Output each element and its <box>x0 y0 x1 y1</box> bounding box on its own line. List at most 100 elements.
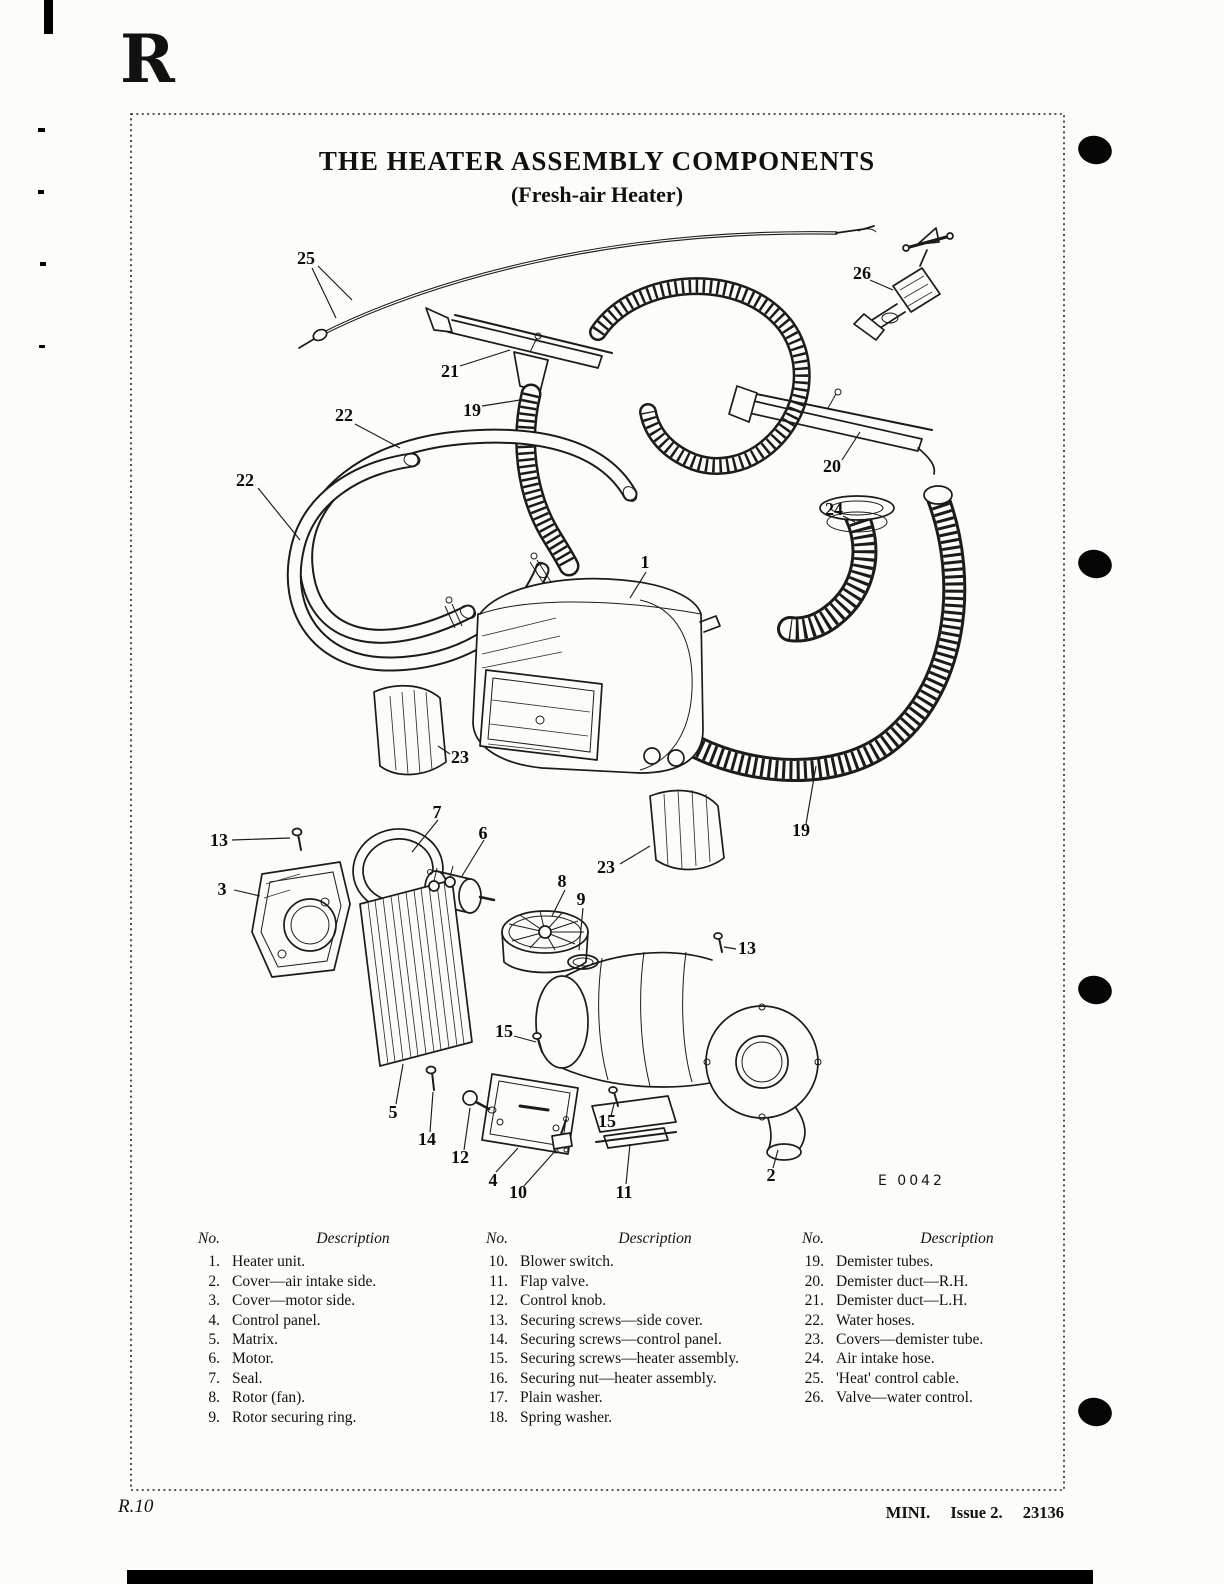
part-row: 13.Securing screws—side cover. <box>474 1311 790 1330</box>
part-row: 11. Flap valve. <box>474 1272 790 1291</box>
callout-6: 6 <box>479 823 488 843</box>
callout-11: 11 <box>615 1182 632 1202</box>
part-desc: Spring washer. <box>520 1408 613 1426</box>
part-no: 4. <box>208 1311 220 1329</box>
part-desc: Plain washer. <box>520 1389 603 1407</box>
part-row: 8.Rotor (fan). <box>186 1388 474 1407</box>
callout-7: 7 <box>433 802 442 822</box>
callout-13a: 13 <box>210 830 228 850</box>
heat-control-cable-drawing <box>298 225 877 349</box>
part-desc: Water hoses. <box>836 1311 915 1329</box>
part-no: 16. <box>488 1369 508 1387</box>
demister-tube-left-drawing <box>515 383 580 577</box>
part-no: 5. <box>208 1331 220 1349</box>
part-desc: Rotor securing ring. <box>232 1408 357 1426</box>
callout-leader-lines <box>231 265 894 1187</box>
part-desc: Demister duct—R.H. <box>836 1272 969 1290</box>
parts-column-3: No. Description 19.Demister tubes. 20. De… <box>790 1229 1078 1427</box>
part-no: 15. <box>488 1350 508 1368</box>
side-cover-screw-left-drawing <box>291 827 303 851</box>
part-row: 19.Demister tubes. <box>790 1252 1078 1271</box>
scan-artifact <box>39 345 45 348</box>
part-row: 15.Securing screws—heater assembly. <box>474 1349 790 1368</box>
part-row: 6.Motor. <box>186 1349 474 1368</box>
air-intake-hose-drawing <box>777 495 895 643</box>
callout-13b: 13 <box>738 938 756 958</box>
part-desc: Flap valve. <box>520 1272 589 1290</box>
part-desc: Air intake hose. <box>836 1350 935 1368</box>
part-desc: Heater unit. <box>232 1253 306 1271</box>
callout-20: 20 <box>823 456 841 476</box>
part-no: 14. <box>488 1331 508 1349</box>
callout-19b: 19 <box>792 820 810 840</box>
scan-artifact <box>38 190 44 194</box>
part-no: 3. <box>208 1292 220 1310</box>
part-no: 8. <box>208 1389 220 1407</box>
part-row: 1. Heater unit. <box>186 1252 474 1271</box>
callout-15a: 15 <box>495 1021 513 1041</box>
title-block: THE HEATER ASSEMBLY COMPONENTS (Fresh-ai… <box>130 146 1064 208</box>
part-row: 5.Matrix. <box>186 1330 474 1349</box>
no-header: No. <box>198 1230 220 1247</box>
part-row: 10. Blower switch. <box>474 1252 790 1271</box>
no-header: No. <box>802 1230 824 1247</box>
section-letter: R <box>120 20 175 98</box>
callout-26: 26 <box>853 263 871 283</box>
part-no: 23. <box>804 1331 824 1349</box>
matrix-drawing <box>359 865 473 1067</box>
callout-labels: 25 26 21 19 22 22 20 24 1 23 19 13 3 7 6… <box>210 248 871 1202</box>
demister-duct-rh-drawing <box>728 385 936 475</box>
part-no: 2. <box>208 1272 220 1290</box>
callout-1: 1 <box>641 552 650 572</box>
callout-23b: 23 <box>597 857 615 877</box>
part-no: 10. <box>488 1253 508 1271</box>
part-row: 26.Valve—water control. <box>790 1388 1078 1407</box>
part-desc: Cover—air intake side. <box>232 1272 377 1290</box>
no-header: No. <box>486 1230 508 1247</box>
water-valve-drawing <box>853 227 954 341</box>
part-row: 7.Seal. <box>186 1369 474 1388</box>
part-no: 18. <box>488 1408 508 1426</box>
parts-header: No. Description <box>474 1229 790 1248</box>
control-knob-drawing <box>462 1090 497 1114</box>
loop-hose-drawing <box>589 277 811 475</box>
part-row: 2. Cover—air intake side. <box>186 1272 474 1291</box>
callout-15b: 15 <box>598 1111 616 1131</box>
scan-artifact-bottom-bar <box>127 1570 1093 1584</box>
demister-tube-cover-lower-drawing <box>649 789 725 871</box>
part-desc: Blower switch. <box>520 1253 614 1271</box>
part-row: 23.Covers—demister tube. <box>790 1330 1078 1349</box>
parts-header: No. Description <box>790 1229 1078 1248</box>
part-desc: Demister duct—L.H. <box>836 1292 968 1310</box>
scan-artifact <box>44 0 53 34</box>
part-no: 20. <box>804 1272 824 1290</box>
callout-12: 12 <box>451 1147 469 1167</box>
blower-switch-drawing <box>551 1116 573 1154</box>
motor-side-cover-drawing <box>251 861 351 978</box>
demister-tube-cover-upper-drawing <box>373 684 447 776</box>
part-desc: Seal. <box>232 1369 263 1387</box>
part-desc: Control knob. <box>520 1292 607 1310</box>
figure-code: E 0042 <box>878 1173 945 1189</box>
part-row: 18. Spring washer. <box>474 1408 790 1427</box>
part-row: 14.Securing screws—control panel. <box>474 1330 790 1349</box>
part-row: 17.Plain washer. <box>474 1388 790 1407</box>
callout-25: 25 <box>297 248 315 268</box>
part-row: 22.Water hoses. <box>790 1311 1078 1330</box>
callout-21: 21 <box>441 361 459 381</box>
part-desc: Demister tubes. <box>836 1253 934 1271</box>
part-row: 3.Cover—motor side. <box>186 1291 474 1310</box>
part-no: 11. <box>489 1272 508 1290</box>
callout-24: 24 <box>825 499 843 519</box>
description-header: Description <box>618 1230 692 1247</box>
description-header: Description <box>920 1230 994 1247</box>
callout-23a: 23 <box>451 747 469 767</box>
heater-unit-drawing <box>472 577 721 774</box>
callout-19a: 19 <box>463 400 481 420</box>
part-no: 1. <box>208 1253 220 1271</box>
part-desc: Valve—water control. <box>836 1389 973 1407</box>
page-title: THE HEATER ASSEMBLY COMPONENTS <box>318 146 876 176</box>
callout-14: 14 <box>418 1129 436 1149</box>
part-desc: Motor. <box>232 1350 274 1368</box>
